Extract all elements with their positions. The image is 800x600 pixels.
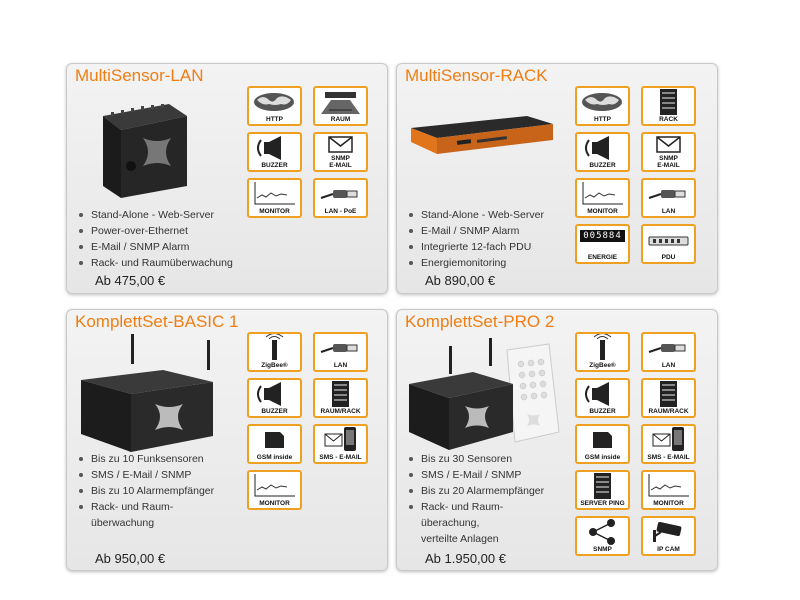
product-card-komplettset-basic-1[interactable]: KomplettSet-BASIC 1 Bis zu 10 Funksensor…: [66, 309, 388, 571]
phone-mail-icon: [324, 427, 356, 451]
antenna-icon: [265, 334, 284, 360]
buzzer-feature-icon[interactable]: BUZZER: [247, 378, 302, 418]
feature-list: Bis zu 30 Sensoren SMS / E-Mail / SNMP B…: [409, 451, 544, 547]
server-rack-icon: [660, 381, 677, 407]
server-rack-icon: [332, 381, 349, 407]
product-image[interactable]: [407, 110, 557, 160]
lan-feature-icon[interactable]: LAN: [641, 178, 696, 218]
snmp-email-feature-icon[interactable]: SNMP E-MAIL: [313, 132, 368, 172]
chart-monitor-icon: [254, 182, 295, 205]
buzzer-feature-icon[interactable]: BUZZER: [575, 378, 630, 418]
energy-counter-icon: 005884: [580, 230, 625, 242]
feature-list: Stand-Alone - Web-Server Power-over-Ethe…: [79, 207, 233, 271]
buzzer-icon: [257, 382, 281, 406]
feature-item: Bis zu 30 Sensoren: [409, 451, 544, 467]
lan-cable-icon: [648, 344, 686, 353]
pdu-feature-icon[interactable]: PDU: [641, 224, 696, 264]
feature-item: Rack- und Raum- überachung, verteilte An…: [409, 499, 544, 547]
sms-email-feature-icon[interactable]: SMS - E-MAIL: [641, 424, 696, 464]
ip-cam-feature-icon[interactable]: IP CAM: [641, 516, 696, 556]
lan-cable-icon: [320, 190, 358, 199]
monitor-feature-icon[interactable]: MONITOR: [247, 470, 302, 510]
feature-item: Integrierte 12-fach PDU: [409, 239, 544, 255]
price: Ab 475,00 €: [95, 273, 166, 288]
feature-item: SMS / E-Mail / SNMP: [79, 467, 214, 483]
raum-rack-feature-icon[interactable]: RAUM/RACK: [641, 378, 696, 418]
zigbee-feature-icon[interactable]: ZigBee®: [247, 332, 302, 372]
buzzer-icon: [585, 136, 609, 160]
lan-feature-icon[interactable]: LAN: [313, 332, 368, 372]
price: Ab 890,00 €: [425, 273, 496, 288]
feature-item: Stand-Alone - Web-Server: [409, 207, 544, 223]
http-feature-icon[interactable]: HTTP: [247, 86, 302, 126]
feature-item: SMS / E-Mail / SNMP: [409, 467, 544, 483]
sim-card-icon: [593, 432, 612, 448]
product-image[interactable]: [91, 94, 201, 199]
monitor-feature-icon[interactable]: MONITOR: [641, 470, 696, 510]
feature-item: Bis zu 20 Alarmempfänger: [409, 483, 544, 499]
energie-feature-icon[interactable]: 005884 ENERGIE: [575, 224, 630, 264]
gsm-inside-feature-icon[interactable]: GSM inside: [247, 424, 302, 464]
chart-monitor-icon: [648, 474, 689, 497]
antenna-icon: [593, 334, 612, 360]
card-title[interactable]: MultiSensor-RACK: [405, 66, 548, 85]
world-map-icon: [582, 93, 622, 111]
buzzer-feature-icon[interactable]: BUZZER: [575, 132, 630, 172]
world-map-icon: [254, 93, 294, 111]
feature-item: Power-over-Ethernet: [79, 223, 233, 239]
feature-item: Energiemonitoring: [409, 255, 544, 271]
sms-email-feature-icon[interactable]: SMS - E-MAIL: [313, 424, 368, 464]
server-ping-feature-icon[interactable]: SERVER PING: [575, 470, 630, 510]
buzzer-icon: [257, 136, 281, 160]
server-icon: [594, 473, 611, 499]
feature-item: Rack- und Raum- überwachung: [79, 499, 214, 531]
rack-feature-icon[interactable]: RACK: [641, 86, 696, 126]
feature-list: Bis zu 10 Funksensoren SMS / E-Mail / SN…: [79, 451, 214, 531]
price: Ab 950,00 €: [95, 551, 166, 566]
http-feature-icon[interactable]: HTTP: [575, 86, 630, 126]
lan-poe-feature-icon[interactable]: LAN - PoE: [313, 178, 368, 218]
power-strip-icon: [648, 236, 689, 246]
raum-feature-icon[interactable]: RAUM: [313, 86, 368, 126]
product-image[interactable]: [403, 332, 563, 457]
product-card-komplettset-pro-2[interactable]: KomplettSet-PRO 2 Bis zu 30 Sensoren SMS…: [396, 309, 718, 571]
feature-list: Stand-Alone - Web-Server E-Mail / SNMP A…: [409, 207, 544, 271]
card-title[interactable]: KomplettSet-PRO 2: [405, 312, 555, 331]
buzzer-icon: [585, 382, 609, 406]
phone-mail-icon: [652, 427, 684, 451]
monitor-feature-icon[interactable]: MONITOR: [575, 178, 630, 218]
lan-feature-icon[interactable]: LAN: [641, 332, 696, 372]
monitor-feature-icon[interactable]: MONITOR: [247, 178, 302, 218]
snmp-email-feature-icon[interactable]: SNMP E-MAIL: [641, 132, 696, 172]
server-rack-icon: [660, 89, 677, 115]
card-title[interactable]: KomplettSet-BASIC 1: [75, 312, 239, 331]
envelope-icon: [328, 136, 353, 153]
camera-icon: [653, 521, 682, 542]
product-image[interactable]: [75, 332, 225, 457]
feature-item: E-Mail / SNMP Alarm: [409, 223, 544, 239]
feature-item: Bis zu 10 Funksensoren: [79, 451, 214, 467]
product-card-multisensor-rack[interactable]: MultiSensor-RACK Stand-Alone - Web-Serve…: [396, 63, 718, 294]
product-card-multisensor-lan[interactable]: MultiSensor-LAN Stand-Alone - Web-Server…: [66, 63, 388, 294]
chart-monitor-icon: [582, 182, 623, 205]
price: Ab 1.950,00 €: [425, 551, 506, 566]
network-nodes-icon: [589, 519, 615, 545]
gsm-inside-feature-icon[interactable]: GSM inside: [575, 424, 630, 464]
lan-cable-icon: [320, 344, 358, 353]
feature-item: E-Mail / SNMP Alarm: [79, 239, 233, 255]
feature-item: Rack- und Raumüberwachung: [79, 255, 233, 271]
feature-item: Bis zu 10 Alarmempfänger: [79, 483, 214, 499]
chart-monitor-icon: [254, 474, 295, 497]
snmp-feature-icon[interactable]: SNMP: [575, 516, 630, 556]
card-title[interactable]: MultiSensor-LAN: [75, 66, 204, 85]
feature-item: Stand-Alone - Web-Server: [79, 207, 233, 223]
room-icon: [321, 92, 360, 114]
lan-cable-icon: [648, 190, 686, 199]
sim-card-icon: [265, 432, 284, 448]
raum-rack-feature-icon[interactable]: RAUM/RACK: [313, 378, 368, 418]
buzzer-feature-icon[interactable]: BUZZER: [247, 132, 302, 172]
zigbee-feature-icon[interactable]: ZigBee®: [575, 332, 630, 372]
envelope-icon: [656, 136, 681, 153]
